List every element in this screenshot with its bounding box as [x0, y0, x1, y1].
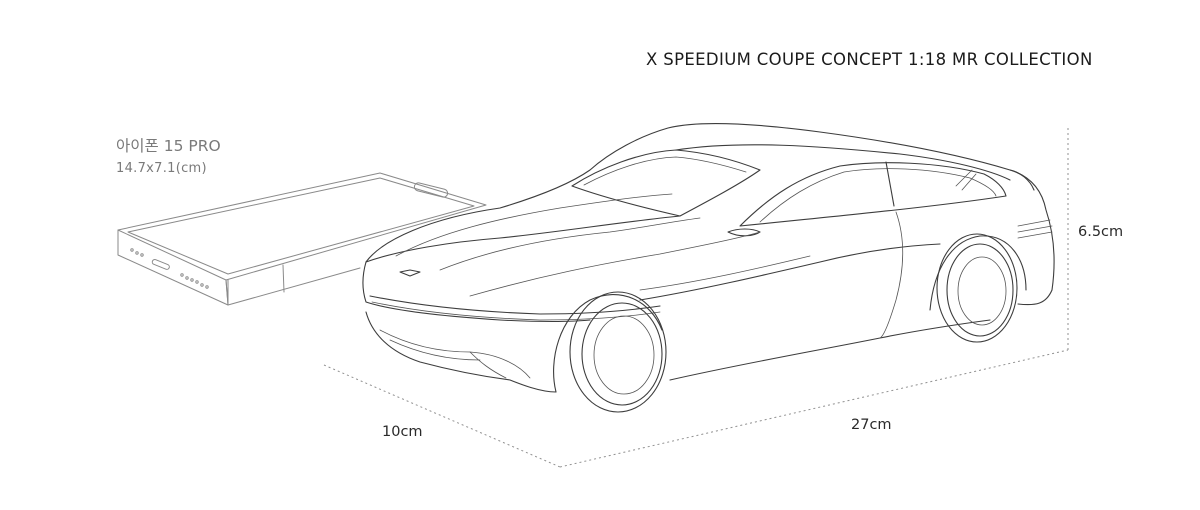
length-dimension-line: [559, 349, 1069, 468]
car-air-intake-detail: [389, 339, 481, 361]
car-lower-bumper: [365, 311, 557, 393]
car-c-pillar-detail: [955, 169, 973, 187]
phone-speaker-hole: [190, 278, 194, 282]
phone-speaker-hole: [180, 273, 184, 277]
rear-tire: [936, 233, 1018, 343]
front-tire: [569, 291, 667, 413]
car-roof-line: [675, 144, 1011, 181]
car-side-character-line: [639, 243, 941, 301]
width-dimension-line: [323, 364, 561, 468]
car-rear-light-line: [1017, 225, 1053, 233]
front-rim-inner: [593, 315, 655, 395]
phone-size-label: 14.7x7.1(cm): [116, 161, 207, 176]
car-rear-light-line: [1017, 231, 1053, 239]
phone-mic-hole: [130, 248, 134, 252]
car-hood-crease: [395, 193, 673, 257]
car-side-character-line: [639, 255, 811, 291]
car-windshield-inner: [583, 156, 747, 186]
phone-name-label: 아이폰 15 PRO: [116, 137, 221, 155]
phone-dynamic-island: [413, 182, 449, 198]
car-window-inner: [759, 168, 997, 223]
car-side-window: [739, 162, 1007, 227]
length-dimension-label: 27cm: [851, 417, 892, 433]
phone-speaker-hole: [185, 276, 189, 280]
front-wheel-arch: [553, 294, 663, 393]
rear-rim: [946, 243, 1014, 337]
rear-rim-inner: [957, 256, 1007, 326]
car-hood-crease: [469, 231, 761, 297]
car-b-pillar: [885, 161, 895, 207]
phone-right-side: [225, 267, 361, 306]
car-door-line: [879, 211, 904, 339]
car-illustration: [362, 123, 1055, 413]
front-rim: [581, 302, 663, 406]
phone-mic-hole: [140, 253, 144, 257]
car-front-wheel: [553, 291, 667, 413]
car-air-intake-detail: [469, 351, 507, 379]
car-rocker-panel: [669, 319, 991, 381]
phone-screen-outline: [127, 177, 475, 275]
car-front-light-strip: [369, 295, 661, 315]
car-emblem: [399, 269, 421, 277]
car-rear-light-line: [1017, 219, 1051, 227]
width-dimension-label: 10cm: [382, 424, 423, 440]
car-front-fascia: [362, 261, 591, 323]
car-body-silhouette: [365, 123, 1055, 306]
phone-speaker-hole: [200, 283, 204, 287]
phone-usb-port: [151, 259, 170, 270]
car-rear-spoiler: [1009, 169, 1035, 191]
phone-side-seam: [282, 264, 285, 293]
phone-illustration: [117, 172, 487, 306]
rear-wheel-arch: [929, 235, 1027, 311]
phone-speaker-hole: [205, 285, 209, 289]
phone-mic-hole: [135, 251, 139, 255]
dimension-lines: [323, 128, 1069, 468]
car-c-pillar-detail: [961, 173, 977, 191]
phone-speaker-hole: [195, 280, 199, 284]
car-windshield: [571, 149, 761, 217]
height-dimension-label: 6.5cm: [1078, 224, 1124, 240]
car-side-mirror: [727, 228, 761, 237]
car-hood-crease: [439, 217, 701, 271]
product-title: X SPEEDIUM COUPE CONCEPT 1:18 MR COLLECT…: [646, 50, 1093, 69]
phone-top-face: [117, 172, 487, 281]
car-rear-wheel: [929, 233, 1027, 343]
